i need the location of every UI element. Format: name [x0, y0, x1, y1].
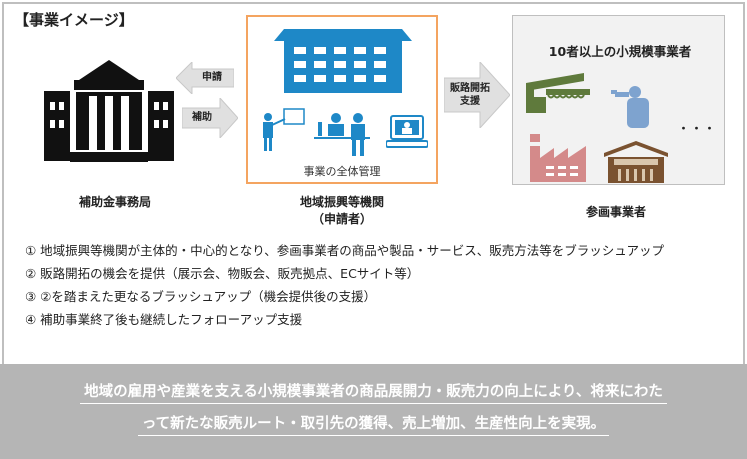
participants-label: 参画事業者 — [585, 205, 646, 219]
apply-arrow: 申請 — [175, 60, 235, 96]
apply-label: 申請 — [202, 72, 222, 83]
office-label: 補助金事務局 — [78, 195, 151, 209]
org-sublabel: （申請者） — [311, 212, 372, 226]
more-ellipsis: ・・・ — [678, 122, 717, 135]
summary-band: 地域の雇用や産業を支える小規模事業者の商品展開力・販売力の向上により、将来にわた… — [0, 364, 747, 459]
subsidy-label: 補助 — [192, 112, 212, 123]
list-item: ② 販路開拓の機会を提供（展示会、物販会、販売拠点、ECサイト等） — [25, 266, 420, 281]
government-building-icon — [44, 60, 174, 162]
office-building-icon — [274, 29, 412, 93]
section-title: 【事業イメージ】 — [14, 11, 134, 29]
participants-box: 10者以上の小規模事業者 ・・・ — [512, 15, 725, 185]
summary-line-1: 地域の雇用や産業を支える小規模事業者の商品展開力・販売力の向上により、将来にわた — [80, 380, 667, 404]
consultation-icon — [314, 113, 370, 156]
shop-icon — [526, 73, 590, 113]
org-label: 地域振興等機関 — [299, 195, 384, 209]
subsidy-arrow: 補助 — [181, 96, 239, 140]
sales-support-label: 販路開拓支援 — [450, 83, 490, 107]
list-item: ① 地域振興等機関が主体的・中心的となり、参画事業者の商品や製品・サービス、販売… — [25, 243, 665, 258]
list-item: ③ ②を踏まえた更なるブラッシュアップ（機会提供後の支援） — [25, 289, 377, 304]
laptop-video-icon — [386, 115, 428, 148]
applicant-org-box: 事業の全体管理 — [246, 15, 438, 184]
support-steps-list: ① 地域振興等機関が主体的・中心的となり、参画事業者の商品や製品・サービス、販売… — [25, 239, 664, 331]
diagram-frame — [2, 2, 745, 364]
presenter-icon — [263, 108, 305, 151]
summary-line-2: って新たな販売ルート・取引先の獲得、売上増加、生産性向上を実現。 — [137, 412, 610, 436]
factory-icon — [530, 134, 586, 182]
sales-support-arrow: 販路開拓支援 — [443, 60, 511, 130]
participants-box-title: 10者以上の小規模事業者 — [548, 44, 692, 59]
warehouse-icon — [604, 141, 668, 183]
list-item: ④ 補助事業終了後も継続したフォローアップ支援 — [25, 312, 303, 327]
org-caption: 事業の全体管理 — [303, 165, 381, 178]
worker-icon — [611, 86, 649, 128]
